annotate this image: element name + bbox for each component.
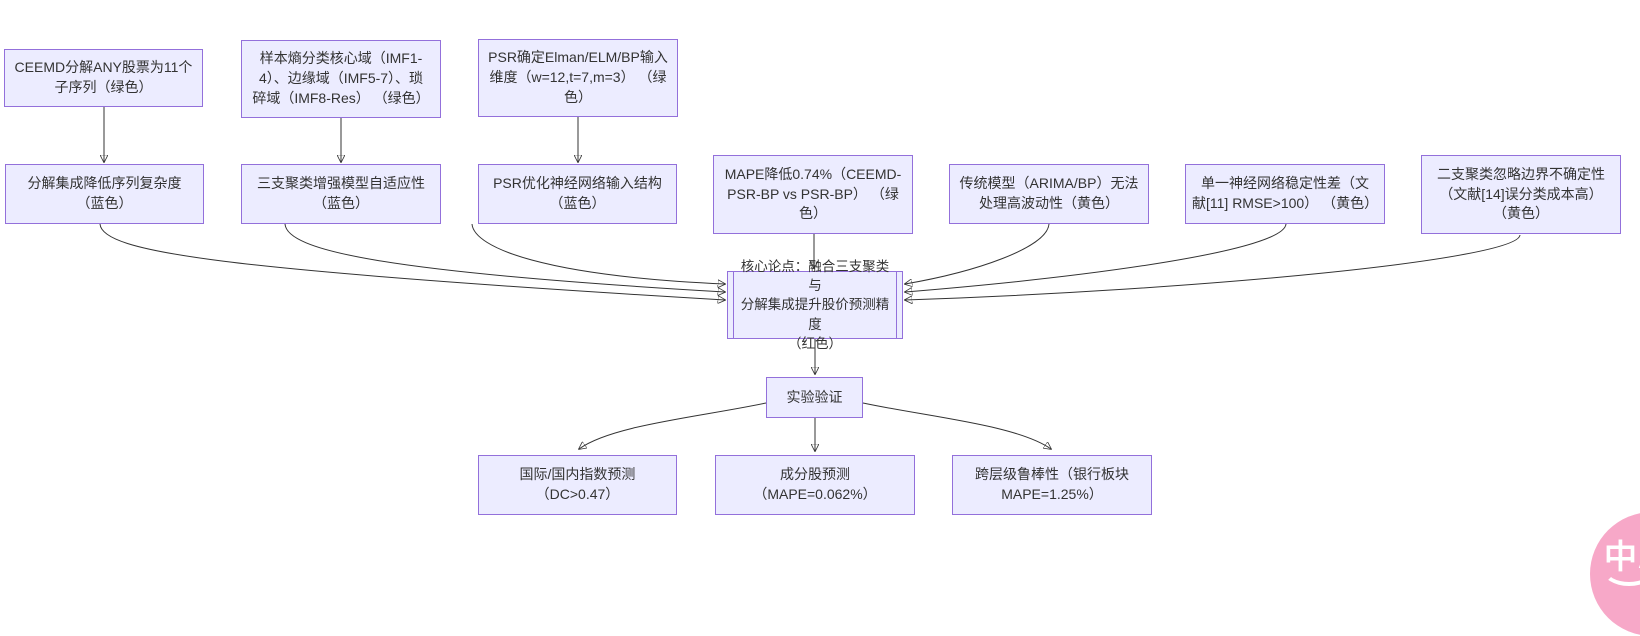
node-psr-dimension: PSR确定Elman/ELM/BP输入 维度（w=12,t=7,m=3） （绿 … xyxy=(478,39,678,117)
node-ceemd-decompose: CEEMD分解ANY股票为11个 子序列（绿色） xyxy=(4,49,203,107)
translate-badge-button[interactable]: 中A xyxy=(1590,512,1640,636)
node-core-thesis: 核心论点：融合三支聚类与 分解集成提升股价预测精度 （红色） xyxy=(727,259,903,351)
edge-adaptivity-to-core xyxy=(284,223,725,292)
edge-twoway-to-core xyxy=(905,234,1521,300)
node-mape-improve: MAPE降低0.74%（CEEMD- PSR-BP vs PSR-BP） （绿 … xyxy=(713,155,913,234)
node-experiment: 实验验证 xyxy=(766,377,863,418)
node-complexity-reduction: 分解集成降低序列复杂度 （蓝色） xyxy=(5,164,204,224)
node-traditional-limit: 传统模型（ARIMA/BP）无法 处理高波动性（黄色） xyxy=(949,164,1149,224)
edge-experiment-to-robust xyxy=(862,402,1051,449)
node-single-nn-limit: 单一神经网络稳定性差（文 献[11] RMSE>100） （黄色） xyxy=(1185,164,1385,224)
node-entropy-classify: 样本熵分类核心域（IMF1- 4）、边缘域（IMF5-7）、琐 碎域（IMF8-… xyxy=(241,40,441,118)
translate-arc-icon xyxy=(1602,552,1640,586)
node-stock-prediction: 成分股预测 （MAPE=0.062%） xyxy=(715,455,915,515)
edge-inputstruct-to-core xyxy=(471,223,725,284)
node-robustness: 跨层级鲁棒性（银行板块 MAPE=1.25%） xyxy=(952,455,1152,515)
edge-experiment-to-index xyxy=(579,402,767,449)
node-input-structure: PSR优化神经网络输入结构 （蓝色） xyxy=(478,164,677,224)
node-index-prediction: 国际/国内指数预测 （DC>0.47） xyxy=(478,455,677,515)
edge-complexity-to-core xyxy=(99,223,725,300)
node-two-way-limit: 二支聚类忽略边界不确定性 （文献[14]误分类成本高） （黄色） xyxy=(1421,155,1621,234)
edge-traditional-to-core xyxy=(905,223,1050,284)
edge-singlenn-to-core xyxy=(905,223,1287,292)
node-adaptivity: 三支聚类增强模型自适应性 （蓝色） xyxy=(241,164,441,224)
